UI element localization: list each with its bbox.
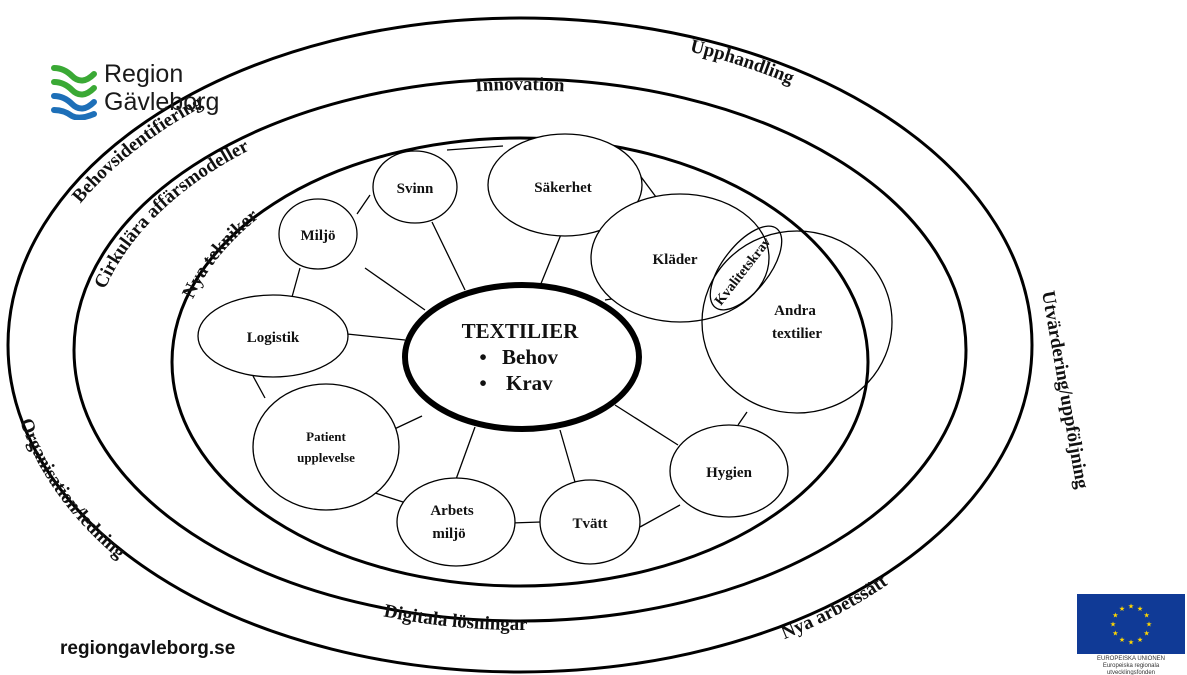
eu-caption-line-1: EUROPEISKA UNIONEN [1096,656,1165,662]
ring-label-digitala: Digitala lösningar [382,601,528,635]
eu-emblem: ★★★★★★★★★★★★ EUROPEISKA UNIONEN Europeis… [1075,594,1187,675]
logo-wordmark: Region Gävleborg [104,60,219,116]
node-sakerhet-label: Säkerhet [534,180,592,196]
node-klader-label: Kläder [653,252,698,268]
eu-star-icon: ★ [1137,605,1143,613]
eu-star-icon: ★ [1143,630,1149,638]
node-logistik-label: Logistik [247,330,300,346]
center-node [402,282,642,432]
website-url[interactable]: regiongavleborg.se [60,638,236,659]
node-logistik [197,294,349,378]
ring-label-nya-tekniker: Nya tekniker [178,205,262,302]
eu-star-icon: ★ [1119,636,1125,644]
node-patient-upplevelse [252,383,400,511]
eu-stars-icon: ★★★★★★★★★★★★ [1110,603,1152,647]
middle-ring [72,77,968,623]
node-andra-textilier-label-1: Andra [774,303,816,319]
center-bullet-1: • [479,345,486,369]
ring-label-nya-arbetssatt: Nya arbetssätt [778,571,891,644]
node-kvalitetskrav [709,225,783,311]
ring-label-innovation: Innovation [475,74,566,96]
node-sakerhet [487,133,643,237]
node-patient-upplevelse-label-1: Patient [306,429,346,444]
center-item-krav: Krav [506,371,553,395]
node-svinn-label: Svinn [397,181,434,197]
eu-star-icon: ★ [1112,630,1118,638]
logo-line-2: Gävleborg [104,88,220,116]
node-tvatt [539,479,641,565]
eu-star-icon: ★ [1146,621,1152,629]
node-klader [590,193,770,323]
node-andra-textilier [701,230,893,414]
node-arbetsmiljo [396,477,516,567]
eu-caption-line-3: utvecklingsfonden [1106,670,1156,675]
node-arbetsmiljo-label-2: miljö [432,526,465,542]
node-arbetsmiljo-label-1: Arbets [430,503,473,519]
inner-ring [170,136,870,588]
node-hygien-label: Hygien [706,465,752,481]
logo-line-1: Region [104,60,184,88]
eu-flag: ★★★★★★★★★★★★ [1077,594,1185,654]
node-miljo-label: Miljö [301,228,336,244]
outer-ring [6,16,1034,674]
node-tvatt-label: Tvätt [573,516,608,532]
node-miljo [278,198,358,270]
node-andra-textilier-label-2: textilier [772,326,822,342]
ring-label-organisation: Organisation/ledning [15,416,129,564]
eu-star-icon: ★ [1112,612,1118,620]
region-gavleborg-logo [51,65,97,120]
eu-star-icon: ★ [1110,621,1116,629]
eu-star-icon: ★ [1143,612,1149,620]
center-title: TEXTILIER [462,319,580,343]
node-hygien [669,424,789,518]
eu-caption-line-2: Europeiska regionala [1102,663,1160,669]
eu-star-icon: ★ [1128,639,1134,647]
eu-star-icon: ★ [1119,605,1125,613]
node-svinn [372,150,458,224]
eu-caption: EUROPEISKA UNIONEN Europeiska regionala … [1075,656,1187,675]
eu-star-icon: ★ [1128,603,1134,611]
ring-label-utvardering: Utvärdering/uppföljning [1037,289,1093,491]
eu-star-icon: ★ [1137,636,1143,644]
center-item-behov: Behov [502,345,559,369]
center-bullet-2: • [479,371,486,395]
node-patient-upplevelse-label-2: upplevelse [297,450,355,465]
